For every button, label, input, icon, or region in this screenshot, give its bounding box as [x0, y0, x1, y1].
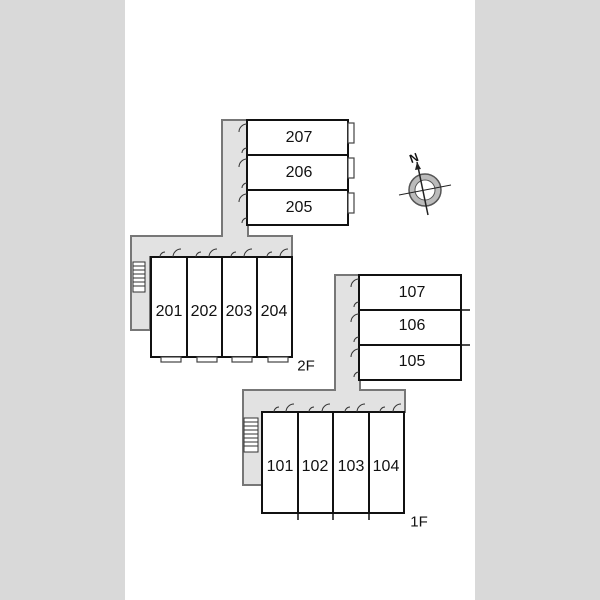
units-2f	[150, 119, 349, 358]
unit-101	[261, 411, 299, 514]
unit-label: 203	[225, 303, 253, 320]
floor-label-2f: 2F	[297, 357, 315, 375]
unit-label: 202	[190, 303, 218, 320]
unit-label: 107	[398, 284, 426, 301]
unit-label: 205	[285, 199, 313, 216]
unit-label: 106	[398, 317, 426, 334]
unit-label: 207	[285, 129, 313, 146]
unit-label: 102	[301, 458, 329, 475]
floor-label-1f: 1F	[410, 513, 428, 531]
balconies-2f	[160, 122, 355, 363]
unit-102	[297, 411, 334, 514]
compass-icon	[398, 161, 452, 216]
unit-105	[358, 344, 462, 381]
unit-label: 101	[266, 458, 294, 475]
doors	[159, 123, 402, 413]
unit-104	[368, 411, 405, 514]
unit-label: 104	[372, 458, 400, 475]
units-1f	[261, 274, 462, 514]
stairs-2f	[132, 261, 146, 293]
unit-label: 105	[398, 353, 426, 370]
unit-106	[358, 309, 462, 346]
unit-label: 204	[260, 303, 288, 320]
unit-label: 103	[337, 458, 365, 475]
unit-203	[221, 256, 258, 358]
unit-201	[150, 256, 188, 358]
stairs-1f	[243, 417, 259, 453]
partition-extensions-1f	[297, 309, 470, 520]
unit-103	[332, 411, 370, 514]
unit-label: 206	[285, 164, 313, 181]
unit-107	[358, 274, 462, 311]
unit-label: 201	[155, 303, 183, 320]
unit-205	[246, 189, 349, 226]
